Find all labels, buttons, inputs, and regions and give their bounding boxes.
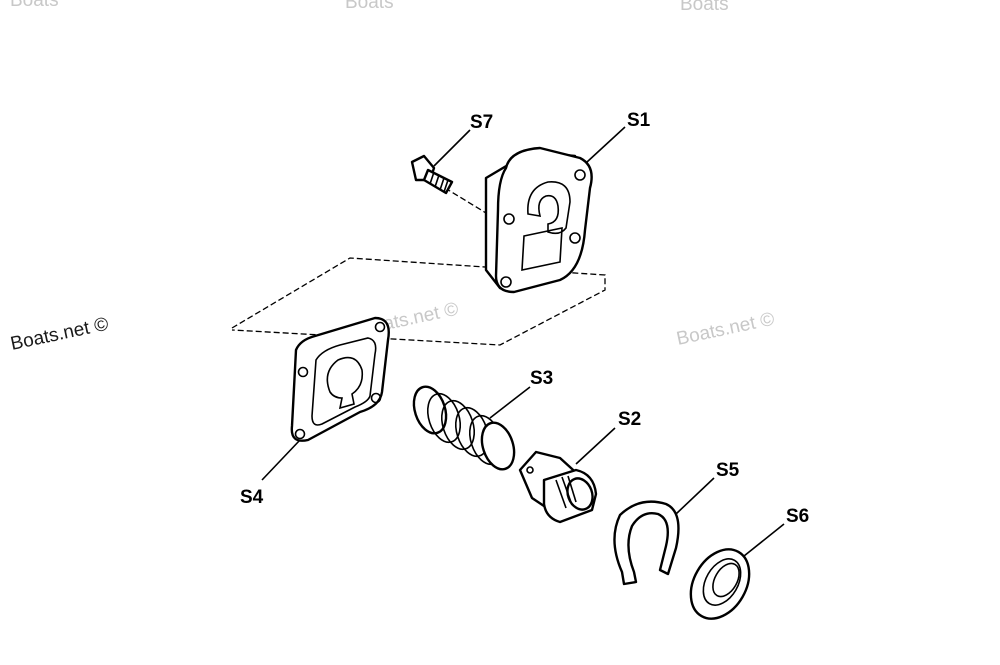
callout-s6: S6 <box>786 506 809 527</box>
watermark-top-left: Boats <box>10 0 59 11</box>
gasket-part <box>290 316 390 442</box>
callout-s3: S3 <box>530 368 553 389</box>
bolt-part <box>410 154 454 195</box>
retaining-clip-part <box>613 500 680 586</box>
callout-s5: S5 <box>716 460 740 481</box>
thermostat-part <box>518 450 598 524</box>
watermark-right: Boats.net © <box>675 309 777 350</box>
leader-lines <box>261 126 785 557</box>
callout-s7: S7 <box>470 112 493 133</box>
watermark-top-right: Boats <box>680 0 729 15</box>
seal-ring-part <box>689 548 751 620</box>
callout-s1: S1 <box>627 110 651 131</box>
watermark-left: Boats.net © <box>9 314 111 355</box>
callout-s4: S4 <box>240 487 264 508</box>
callout-s2: S2 <box>618 409 641 430</box>
thermostat-housing-part <box>484 146 593 294</box>
spring-part <box>412 385 516 471</box>
watermark-top-center: Boats <box>345 0 394 13</box>
